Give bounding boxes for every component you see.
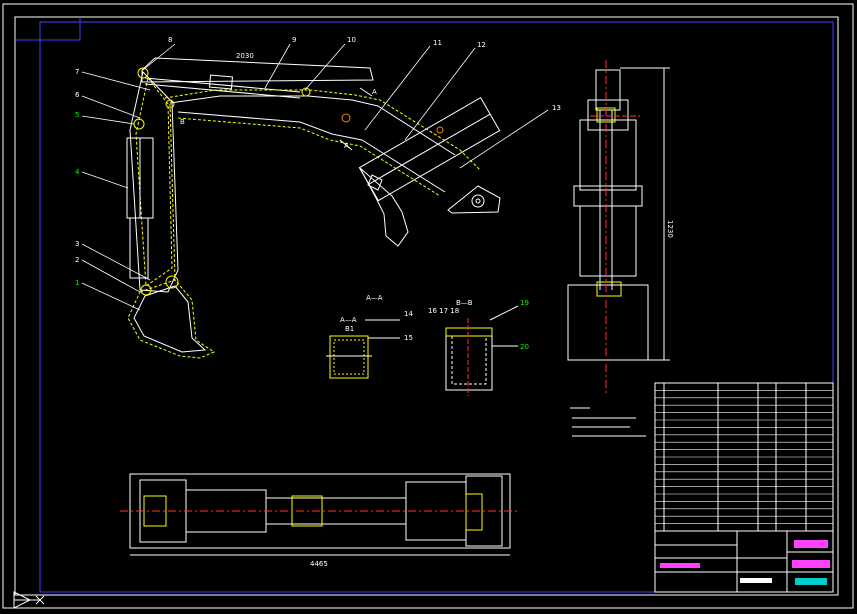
sheet-frame: [2, 3, 854, 609]
front-view: [567, 60, 670, 395]
plan-view: [120, 473, 520, 556]
technical-notes: [570, 407, 646, 437]
section-bb-title: B—B: [456, 299, 473, 307]
cut-mark-a-top: A: [372, 88, 377, 96]
boom-top-dimension: 2030: [236, 52, 254, 60]
section-aa-small: A—A: [340, 316, 357, 324]
cut-mark-b: B: [180, 118, 185, 126]
callout-8: 8: [168, 36, 172, 44]
callout-7: 7: [75, 68, 79, 76]
callout-1: 1: [75, 279, 79, 287]
callout-15: 15: [404, 334, 413, 342]
callout-20: 20: [520, 343, 529, 351]
callout-12: 12: [477, 41, 486, 49]
callout-10: 10: [347, 36, 356, 44]
callout-4: 4: [75, 168, 80, 176]
plan-length-dimension: 4465: [310, 560, 328, 568]
callout-11: 11: [433, 39, 442, 47]
callout-19: 19: [520, 299, 529, 307]
callout-2: 2: [75, 256, 79, 264]
callout-leaders: [81, 43, 549, 311]
callout-16-18: 16 17 18: [428, 307, 459, 315]
excavator-side-view: [126, 57, 501, 359]
section-aa-title: A—A: [366, 294, 383, 302]
section-aa-scale: B1: [345, 325, 354, 333]
callout-5: 5: [75, 111, 79, 119]
cut-mark-a-bottom: A: [344, 142, 349, 150]
callout-6: 6: [75, 91, 80, 99]
title-block: [654, 530, 834, 593]
callout-14: 14: [404, 310, 413, 318]
section-bb: [445, 305, 519, 396]
side-height-dimension: 1230: [666, 220, 674, 238]
callout-13: 13: [552, 104, 561, 112]
callout-9: 9: [292, 36, 296, 44]
section-aa: [326, 319, 400, 379]
callout-3: 3: [75, 240, 79, 248]
parts-list: [654, 382, 834, 532]
ucs-arrow-icon: [13, 591, 45, 609]
